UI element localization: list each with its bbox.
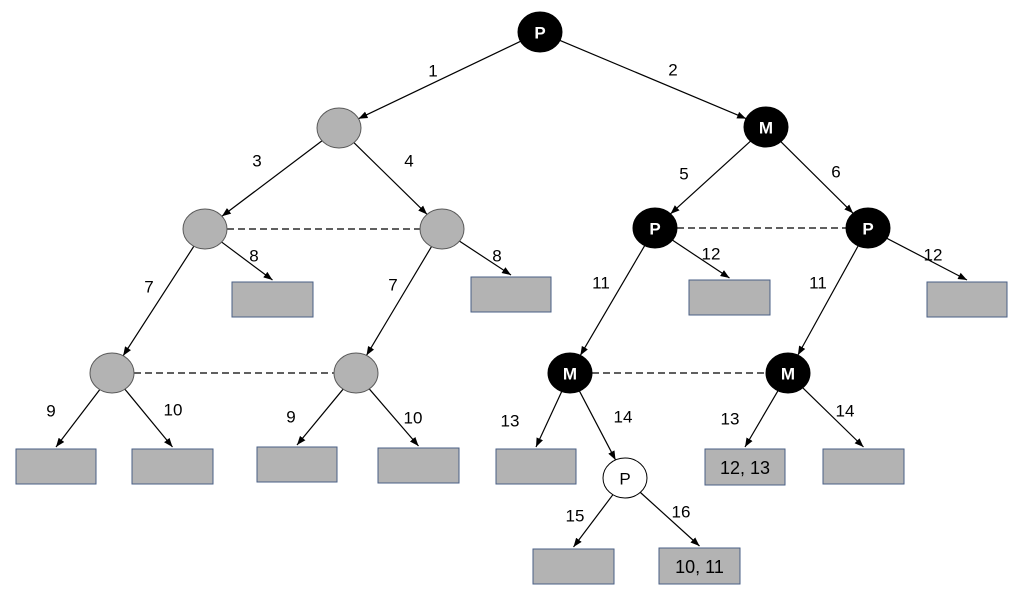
edge-l3a-lf_l3a_9 [55, 389, 101, 448]
terminal-leaf [532, 548, 615, 585]
edge-label: 13 [501, 412, 520, 431]
edge-label: 10 [404, 409, 423, 428]
edge-r2a-r3a [579, 245, 646, 356]
edge-r2a-lf_r2a [672, 239, 730, 279]
tree-node-l2b [419, 208, 465, 250]
edge-r2b-r3b [797, 245, 859, 356]
tree-node-r2a [632, 207, 678, 249]
edge-label: 7 [144, 278, 153, 297]
edge-l2a-l3a [122, 245, 195, 357]
edge-r2b-lf_r2b [886, 237, 968, 281]
tree-node-r2b [845, 207, 891, 249]
terminal-leaf [15, 448, 97, 485]
tree-node-r3a [547, 352, 593, 394]
node-label: P [862, 220, 873, 239]
terminal-leaf [470, 276, 552, 313]
terminal-leaf [688, 279, 771, 316]
edge-label: 1 [428, 62, 437, 81]
edge-r3a-r4 [578, 390, 617, 461]
terminal-leaf [256, 446, 338, 483]
tree-node-r3b [765, 352, 811, 394]
edge-r4-lf_r4_15 [573, 494, 614, 548]
edge-label: 6 [831, 163, 840, 182]
edge-label: 5 [679, 165, 688, 184]
edge-r1-r2a [670, 140, 751, 215]
tree-node-l3b [333, 352, 379, 394]
node-label: P [649, 220, 660, 239]
edge-l2b-l3b [365, 246, 433, 356]
edge-label: 12 [702, 245, 721, 264]
edge-label: 4 [404, 152, 413, 171]
leaf-label: 10, 11 [675, 557, 724, 577]
edge-label: 14 [614, 408, 633, 427]
edge-label: 11 [809, 274, 827, 293]
terminal-leaf [131, 448, 214, 485]
tree-node-r1 [743, 106, 789, 148]
terminal-leaf [495, 448, 577, 485]
edge-r1-r2b [780, 141, 854, 214]
tree-node-l3a [89, 352, 135, 394]
terminal-leaves: 12, 13 10, 11 [15, 276, 1008, 585]
edge-root-l1 [358, 40, 521, 120]
edge-label: 8 [249, 247, 258, 266]
information-set-links [134, 227, 846, 374]
edge-l1-l2b [353, 142, 428, 215]
edge-r3b-lf_r3b_14 [802, 387, 864, 448]
terminal-leaf [231, 281, 314, 318]
edge-label: 11 [592, 274, 610, 293]
terminal-leaf [704, 448, 786, 486]
edge-label: 2 [668, 61, 677, 80]
tree-node-l2a [182, 208, 228, 250]
edge-label: 10 [164, 401, 183, 420]
edge-root-r1 [559, 39, 747, 120]
edge-r3b-lf_r3b_13 [744, 390, 779, 448]
node-label: M [759, 119, 773, 138]
edge-label: 16 [672, 503, 691, 522]
terminal-leaf [822, 448, 905, 485]
edge-l3a-lf_l3a_10 [124, 388, 173, 448]
tree-edges [55, 39, 968, 548]
edge-label: 9 [46, 402, 55, 421]
node-label: P [534, 24, 545, 43]
edge-label: 14 [836, 402, 855, 421]
edge-label: 9 [286, 408, 295, 427]
node-label: M [563, 365, 577, 384]
edge-label: 12 [924, 246, 943, 265]
edge-r4-lf_r4_16 [639, 491, 700, 547]
edge-label: 7 [388, 276, 397, 295]
tree-node-l1 [316, 107, 362, 149]
edge-label: 8 [492, 247, 501, 266]
edge-r3a-lf_r3a_13 [535, 391, 563, 448]
tree-node-root [517, 11, 563, 53]
edge-l1-l2a [221, 140, 323, 217]
tree-node-r4 [602, 457, 648, 499]
edge-label: 13 [721, 410, 740, 429]
edge-l3b-lf_l3b_9 [296, 388, 344, 446]
edge-label: 15 [566, 507, 585, 526]
node-label: M [781, 365, 795, 384]
node-label: P [619, 470, 630, 489]
decision-nodes: P M P P M M P [89, 11, 891, 499]
edge-l2a-lf_l2a [221, 241, 273, 281]
edge-label: 3 [252, 152, 261, 171]
terminal-leaf [658, 547, 741, 585]
leaf-label: 12, 13 [720, 458, 770, 478]
terminal-leaf [926, 281, 1008, 318]
edge-l2b-lf_l2b [459, 240, 512, 276]
edge-l3b-lf_l3b_10 [368, 388, 419, 447]
terminal-leaf [377, 447, 460, 484]
